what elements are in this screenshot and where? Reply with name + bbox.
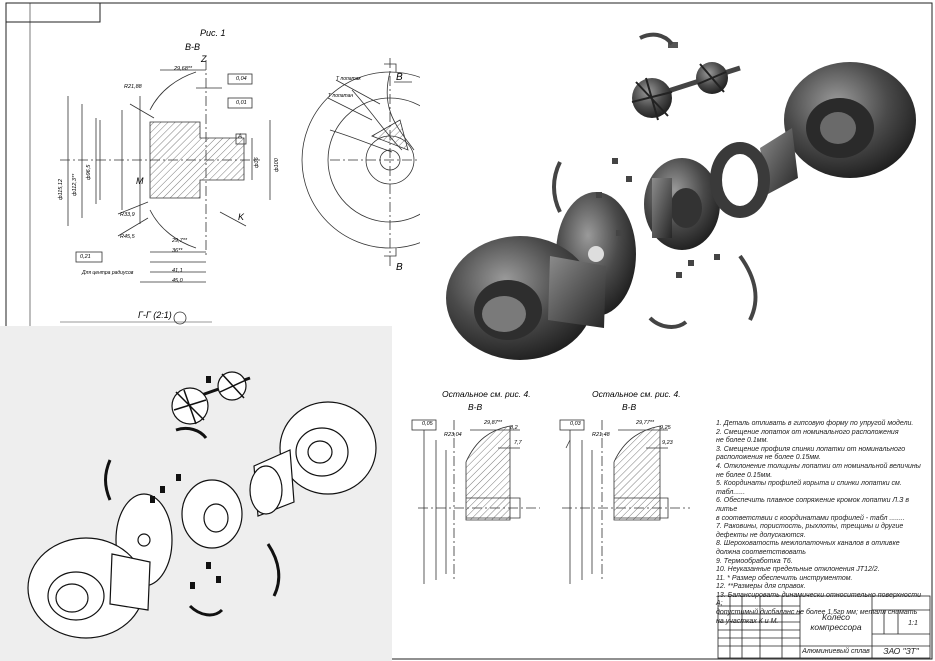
material: Алюминиевый сплав: [802, 648, 870, 655]
note-line: допустимый дисбаланс не более 1,5гр мм; …: [716, 609, 918, 617]
dim-a-right: 9,25: [660, 425, 671, 431]
dim-r-left: R23,04: [444, 432, 462, 438]
impeller-section-view: [60, 60, 271, 325]
note-line: должна соответствовать: [716, 548, 806, 556]
part-name-line2: компрессора: [810, 622, 862, 632]
see-note-left: Остальное см. рис. 4.: [442, 389, 531, 399]
dim-top-right: 29,77**: [636, 420, 655, 426]
tol-001: 0,01: [236, 100, 247, 106]
note-line: дефекты не допускаются.: [716, 531, 806, 539]
exploded-line-art: [0, 326, 392, 661]
tol-right: 0,03: [570, 421, 581, 427]
section-label-left: В-В: [468, 402, 483, 412]
exploded-3d-render: [420, 28, 920, 388]
note-line: 6. Обеспечить плавное сопряжение кромок …: [716, 497, 910, 513]
tol-004: 0,04: [236, 76, 247, 82]
dim-top-left: 29,87**: [484, 420, 503, 426]
figure-label: Рис. 1: [200, 28, 226, 38]
note-line: 7. Раковины, пористость, рыхлоты, трещин…: [716, 523, 904, 531]
part-name: Колесо компрессора: [800, 612, 872, 632]
company: ЗАО "ЗТ": [883, 646, 919, 656]
rotor-assembly: [631, 42, 741, 121]
dim-phi36: ф36: [254, 157, 260, 168]
section-label-right: В-В: [622, 402, 637, 412]
dim-r3: R45,5: [120, 234, 135, 240]
dim-phi112: ф112,3**: [72, 173, 78, 196]
dim-r1: R21,88: [124, 84, 142, 90]
pitch-label-1: T попатак: [336, 76, 361, 82]
label-a: A: [238, 134, 243, 140]
note-line: 9. Термообработка Т6.: [716, 557, 793, 565]
note-line: в соответствии с координатами профилей -…: [716, 514, 905, 522]
see-note-right: Остальное см. рис. 4.: [592, 389, 681, 399]
front-view-label-b-top: B: [396, 72, 403, 83]
label-k: K: [238, 212, 245, 222]
dim-36: 36**: [172, 248, 183, 254]
dim-phi96: ф96,5: [86, 164, 92, 180]
pitch-label-2: Т попатан: [328, 93, 354, 99]
dim-a-left: 8,2: [510, 425, 518, 431]
dim-top: 29,68**: [174, 66, 193, 72]
tol-021: 0,21: [80, 254, 91, 260]
title-block-lines: [717, 595, 931, 659]
scale: 1:1: [908, 620, 918, 627]
dim-width: 45,0: [172, 278, 183, 284]
note-line: 2. Смещение лопаток от номинального расп…: [716, 428, 899, 436]
centre-note: Для центра радиусов: [82, 270, 134, 276]
note-line: не более 0.1мм.: [716, 437, 769, 445]
dim-41: 41,1: [172, 268, 183, 274]
axis-label-z: Z: [201, 54, 207, 64]
label-m: M: [136, 176, 144, 186]
dim-phi115: ф115,12: [58, 178, 64, 200]
section-views-bottom: [411, 419, 690, 584]
turbine-housing: [760, 62, 916, 194]
note-line: 11. * Размер обеспечить инструментом.: [716, 574, 853, 582]
bearing-housing: [644, 158, 720, 250]
dim-r-right: R21,48: [592, 432, 610, 438]
note-line: 1. Деталь отливать в гипсовую форму по у…: [716, 420, 914, 427]
note-line: не более 0.15мм.: [716, 471, 773, 479]
front-view-label-b-bottom: B: [396, 262, 403, 273]
dim-b-left: 7,7: [514, 440, 522, 446]
section-label-gg: Г-Г (2:1): [138, 310, 172, 320]
note-line: расположения не более 0.15мм.: [716, 454, 821, 462]
section-label-bb: В-В: [185, 42, 201, 52]
dim-r2: R33,9: [120, 212, 135, 218]
impeller-front-view: [301, 58, 479, 268]
note-line: 10. Неуказанные предельные отклонения JT…: [716, 566, 880, 574]
note-line: 4. Отклонение толщины лопатки от номинал…: [716, 462, 921, 470]
part-name-line1: Колесо: [822, 612, 850, 622]
dim-29: 29,7**: [172, 238, 187, 244]
dim-phi100: ф100: [274, 158, 280, 172]
note-line: 5. Координаты профилей корыта и спинки л…: [716, 480, 902, 496]
note-line: 3. Смещение профиля спинки лопатки от но…: [716, 445, 906, 453]
note-line: 12. **Размеры для справок.: [716, 583, 806, 591]
dim-b-right: 9,23: [662, 440, 673, 446]
tol-left: 0,05: [422, 421, 433, 427]
compressor-housing: [446, 236, 606, 360]
note-line: на участках К и М.: [716, 617, 779, 625]
technical-notes: 1. Деталь отливать в гипсовую форму по у…: [716, 420, 928, 626]
note-line: 8. Шероховатость межлопаточных каналов в…: [716, 540, 900, 548]
note-line: 13. Балансировать динамически относитель…: [716, 591, 921, 608]
